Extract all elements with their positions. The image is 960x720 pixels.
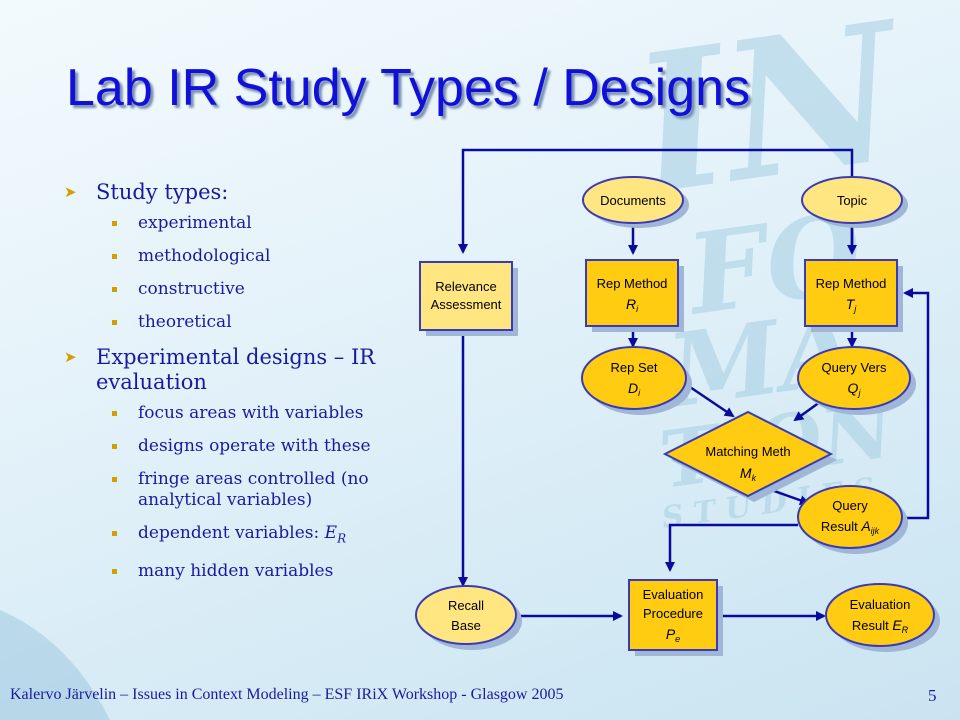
er-variable: ER [324,523,347,546]
node-rep-method-tj: Rep Method Tj [804,259,903,332]
node-eval-proc-symbol: Pe [666,626,680,644]
square-bullet-icon [112,254,117,259]
node-query-result-label-1: Query [832,498,868,513]
arrow-bullet-icon: ➤ [64,183,77,201]
node-rep-method-ri-label: Rep Method [597,276,668,291]
sub-bullet-text: methodological [138,246,271,266]
node-documents-label: Documents [600,193,666,208]
bullet-text: Experimental designs – IR evaluation [96,345,376,394]
sub-bullet: experimental [64,213,434,234]
square-bullet-icon [112,444,117,449]
slide-title: Lab IR Study Types / Designs [66,59,751,117]
node-rep-set: Rep Set Di [581,346,692,415]
sub-bullet-text: theoretical [138,312,232,332]
node-relevance-label-2: Assessment [431,297,502,312]
square-bullet-icon [112,569,117,575]
sub-bullet: dependent variables: ER [64,523,434,549]
sub-bullet: constructive [64,279,434,300]
bullet-study-types: ➤ Study types: [64,180,434,205]
node-eval-result-label-1: Evaluation [850,597,911,612]
node-documents: Documents [582,176,689,228]
node-rep-method-ri: Rep Method Ri [585,259,684,332]
bullet-list: ➤ Study types: experimental methodologic… [64,180,434,594]
node-recall-label-1: Recall [448,598,484,613]
square-bullet-icon [112,531,117,536]
page-number: 5 [928,686,937,705]
arrow-queryresult-to-evaluation [665,523,798,572]
sub-bullet: methodological [64,246,434,267]
node-eval-result-label-2: Result ER [852,617,909,635]
sub-bullet: many hidden variables [64,561,434,582]
node-evaluation-procedure: Evaluation Procedure Pe [628,579,723,656]
feedback-right-loop [902,288,930,520]
node-eval-proc-label-1: Evaluation [643,587,704,602]
bullet-experimental-designs: ➤ Experimental designs – IR evaluation [64,345,434,395]
node-query-vers: Query Vers Qj [797,346,916,415]
node-recall-base: Recall Base [415,585,522,650]
sub-bullet-text: fringe areas controlled (no analytical v… [138,469,369,510]
square-bullet-icon [112,477,117,482]
arrow-queryvers-to-matching [793,400,821,422]
node-query-vers-label: Query Vers [821,360,887,375]
sub-bullet-text: designs operate with these [138,436,371,456]
node-matching-symbol: Mk [740,465,757,483]
node-eval-proc-label-2: Procedure [643,606,703,621]
square-bullet-icon [112,287,117,292]
node-recall-label-2: Base [451,618,481,633]
sub-bullet-text: experimental [138,213,252,233]
sub-bullet: fringe areas controlled (no analytical v… [64,469,434,511]
node-rep-set-label: Rep Set [611,360,658,375]
node-query-vers-symbol: Qj [848,380,862,398]
square-bullet-icon [112,320,117,325]
sub-bullet-text: many hidden variables [138,561,334,582]
sub-bullet-text: constructive [138,279,245,299]
node-evaluation-result: Evaluation Result ER [825,583,940,652]
node-rep-set-symbol: Di [628,380,641,398]
sub-bullet-text: focus areas with variables [138,403,364,423]
node-matching-label: Matching Meth [705,444,790,459]
sub-bullet: focus areas with variables [64,403,434,424]
node-topic: Topic [801,176,908,228]
sub-bullet: designs operate with these [64,436,434,457]
node-matching-meth: Matching Meth Mk [662,410,837,502]
node-rep-method-ri-symbol: Ri [626,296,639,314]
node-rep-method-tj-label: Rep Method [816,276,887,291]
sub-bullet-text: dependent variables: [138,523,325,543]
node-relevance-assessment: Relevance Assessment [419,261,518,336]
arrow-repset-to-matching [686,383,735,418]
sub-bullet: theoretical [64,312,434,333]
square-bullet-icon [112,221,117,226]
node-query-result: Query Result Aijk [797,485,908,554]
square-bullet-icon [112,411,117,416]
node-topic-label: Topic [837,193,868,208]
arrow-bullet-icon: ➤ [64,348,77,366]
bullet-text: Study types: [96,180,229,204]
node-rep-method-tj-symbol: Tj [846,296,858,314]
node-relevance-label-1: Relevance [435,279,496,294]
slide-footer: Kalervo Järvelin – Issues in Context Mod… [10,686,564,703]
node-query-result-label-2: Result Aijk [821,518,880,536]
